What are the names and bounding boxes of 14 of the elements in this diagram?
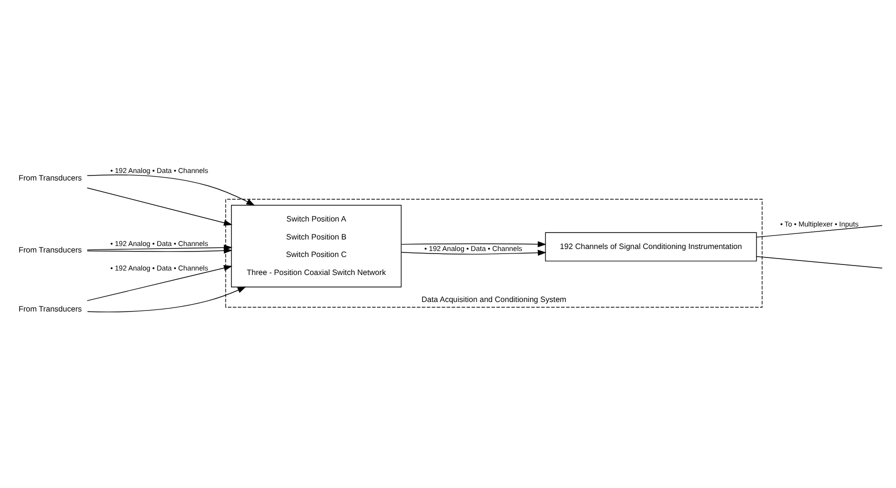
- arrow: [86, 248, 232, 254]
- node-text: From Transducers: [18, 174, 82, 183]
- arrow: [400, 250, 546, 256]
- arrow: [86, 174, 255, 206]
- arrow: [86, 265, 232, 302]
- node-box: 192 Channels of Signal Conditioning Instrumentation: [545, 232, 757, 262]
- arrow: [87, 286, 246, 312]
- arrow: [400, 241, 546, 248]
- arrow: [86, 188, 232, 226]
- node-box: Switch Position A Switch Position B Switch Position C Three - Position Coaxial Switch Network: [231, 204, 402, 288]
- connector: [756, 225, 883, 238]
- node-text: From Transducers: [18, 304, 82, 314]
- connector: [756, 256, 883, 268]
- node-text: From Transducers: [18, 245, 82, 254]
